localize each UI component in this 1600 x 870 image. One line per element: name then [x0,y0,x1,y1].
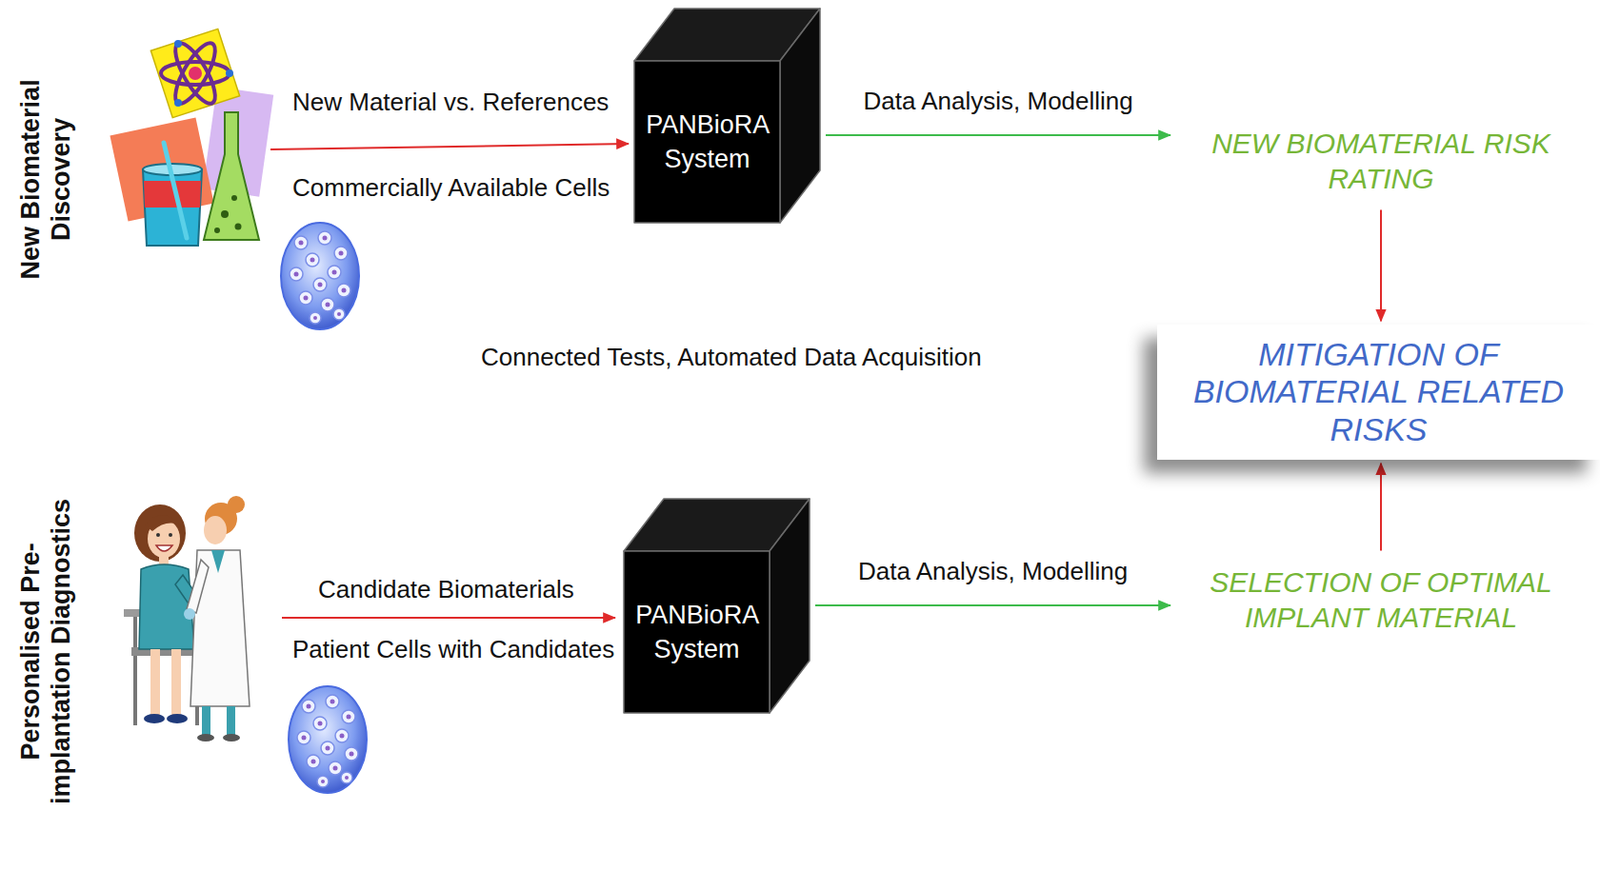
outcome-box: MITIGATION OF BIOMATERIAL RELATED RISKS [1157,324,1600,460]
electron [174,99,182,107]
cube-front-fill [634,60,780,223]
system-cube: PANBioRA System [623,499,810,714]
flask [203,112,260,240]
chair-leg [133,617,138,726]
system-label: PANBioRA System [645,107,769,178]
stirring-rod [163,142,187,239]
atom-orbit [168,38,223,109]
cell-dish [288,686,367,794]
cube-front-face: PANBioRA System [623,551,770,714]
node-text: MITIGATION OF BIOMATERIAL RELATED RISKS [1166,336,1591,448]
cell-dish [280,222,360,330]
face [203,516,227,545]
shoe [143,714,165,724]
edge-label: Data Analysis, Modelling [863,86,1134,117]
input-label: Commercially Available Cells [292,173,610,203]
chemistry-clipart [109,28,274,246]
dress [139,564,195,650]
flow-arrow [1380,463,1382,552]
cube-side-face [780,8,820,223]
cube-front-face: PANBioRA System [634,60,780,223]
result-text: SELECTION OF OPTIMAL IMPLANT MATERIAL [1176,557,1586,644]
atom-orbit [160,61,230,85]
input-label: Patient Cells with Candidates [292,635,615,665]
cube-front-fill [623,551,770,714]
hair [134,504,186,562]
edge-label: Data Analysis, Modelling [858,557,1128,587]
note-label: Connected Tests, Automated Data Acquisit… [480,342,982,373]
leg [226,706,236,736]
clipart-panel [109,117,214,221]
electron [174,40,182,48]
cube-side-face [769,499,810,714]
result-text: NEW BIOMATERIAL RISK RATING [1176,118,1586,205]
electron [225,69,234,78]
analysis-arrow [825,134,1171,137]
leg [201,706,211,736]
input-arrow [281,617,616,620]
glove [183,608,196,620]
analysis-arrow [815,604,1171,607]
hair-fringe [144,515,181,532]
node-text: SELECTION OF OPTIMAL IMPLANT MATERIAL [1189,564,1573,637]
system-cube: PANBioRA System [634,8,820,223]
leg [171,649,181,717]
flask-bubble [214,227,220,234]
node-text: NEW BIOMATERIAL RISK RATING [1189,125,1573,198]
clipart-panel [150,28,240,118]
leg [150,649,160,717]
coat-sleeve [186,560,209,614]
hair-bun [227,496,245,514]
flask-bubble [235,223,242,231]
input-arrow [270,143,629,150]
shoe [197,734,215,742]
flask-bubble [231,195,238,201]
patient-clipart [123,496,250,742]
eye [156,533,160,538]
smile [156,545,173,552]
shoe [166,714,188,724]
system-label: PANBioRA System [635,598,759,668]
input-label: Candidate Biomaterials [318,575,575,605]
flow-arrow [1380,210,1382,322]
atom-nucleus [188,66,202,80]
atom-orbit [168,38,223,109]
eye [168,533,173,538]
collar [211,550,225,574]
shoe [222,734,240,742]
section-title: Personalised Pre-implantation Diagnostic… [15,489,78,814]
flask-bubble [220,210,229,219]
section-title: New Biomaterial Discovery [15,64,78,294]
input-label: New Material vs. References [292,87,609,118]
